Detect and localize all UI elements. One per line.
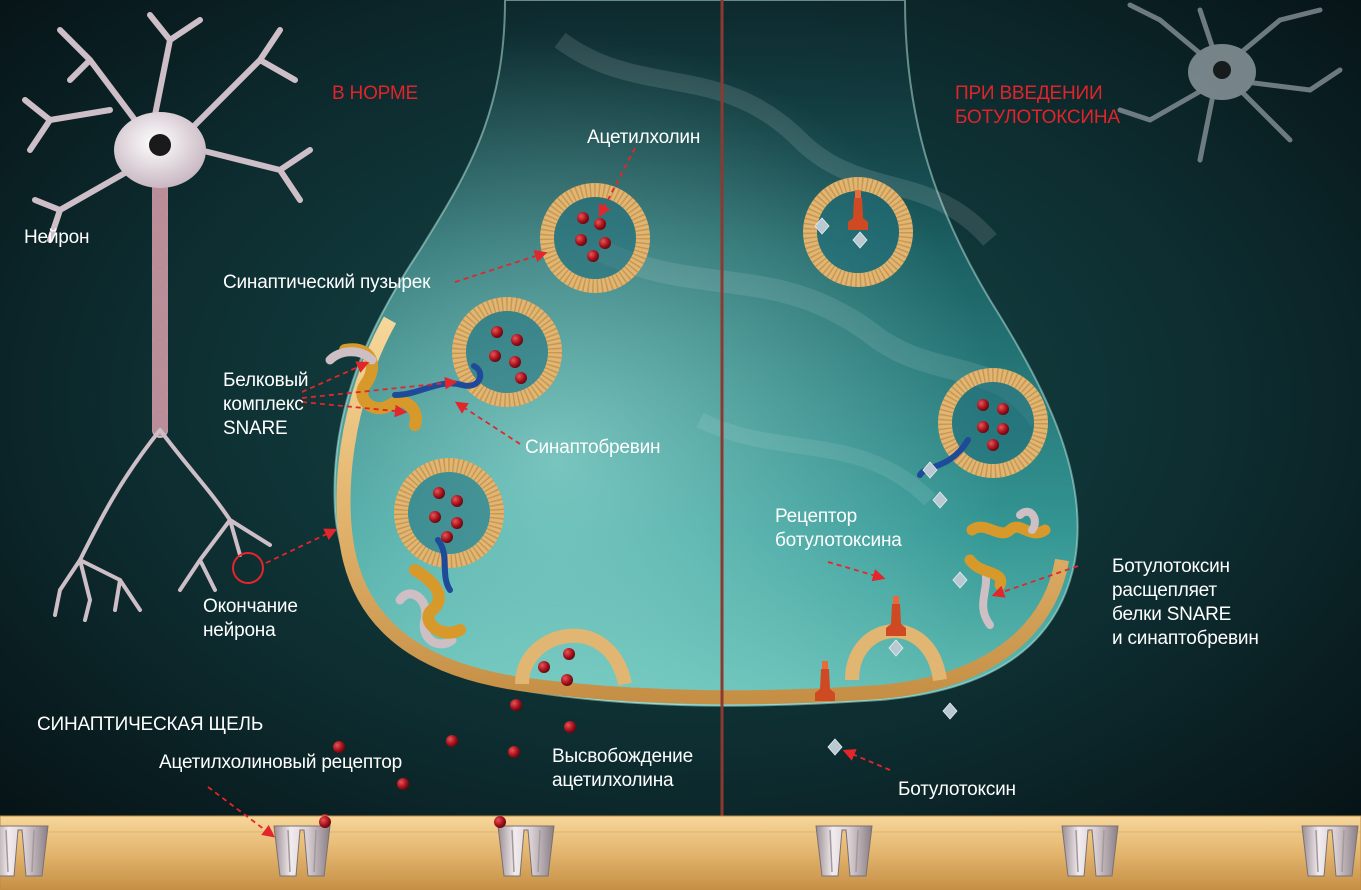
label-toxin-receptor: Рецептор ботулотоксина bbox=[775, 505, 902, 553]
heading-toxin: ПРИ ВВЕДЕНИИ БОТУЛОТОКСИНА bbox=[955, 82, 1120, 130]
heading-normal: В НОРМЕ bbox=[332, 82, 418, 106]
heading-toxin-line-1: ПРИ ВВЕДЕНИИ bbox=[955, 82, 1120, 106]
label-snare: Белковый комплекс SNARE bbox=[223, 369, 308, 441]
label-ending-line-1: Окончание bbox=[203, 595, 298, 619]
label-neuron: Нейрон bbox=[24, 226, 89, 250]
label-receptor: Ацетилхолиновый рецептор bbox=[159, 751, 402, 775]
label-toxin-cleaves-line-4: и синаптобревин bbox=[1112, 627, 1259, 651]
heading-toxin-line-2: БОТУЛОТОКСИНА bbox=[955, 106, 1120, 130]
label-toxin-receptor-line-1: Рецептор bbox=[775, 505, 902, 529]
label-vesicle: Синаптический пузырек bbox=[223, 271, 430, 295]
label-ending-line-2: нейрона bbox=[203, 619, 298, 643]
label-acetylcholine: Ацетилхолин bbox=[587, 126, 700, 150]
label-release-line-2: ацетилхолина bbox=[552, 769, 693, 793]
label-ending: Окончание нейрона bbox=[203, 595, 298, 643]
label-toxin-receptor-line-2: ботулотоксина bbox=[775, 529, 902, 553]
postsynaptic-membrane bbox=[0, 816, 1361, 890]
label-snare-line-3: SNARE bbox=[223, 417, 308, 441]
label-snare-line-2: комплекс bbox=[223, 393, 308, 417]
label-toxin-cleaves-line-1: Ботулотоксин bbox=[1112, 555, 1259, 579]
label-toxin-cleaves: Ботулотоксин расщепляет белки SNARE и си… bbox=[1112, 555, 1259, 651]
vesicle-right-middle bbox=[945, 375, 1041, 471]
vesicle-lower bbox=[401, 465, 497, 561]
label-snare-line-1: Белковый bbox=[223, 369, 308, 393]
label-release: Высвобождение ацетилхолина bbox=[552, 745, 693, 793]
label-cleft: СИНАПТИЧЕСКАЯ ЩЕЛЬ bbox=[37, 713, 263, 737]
label-synaptobrevin: Синаптобревин bbox=[525, 436, 660, 460]
label-toxin-cleaves-line-3: белки SNARE bbox=[1112, 603, 1259, 627]
label-release-line-1: Высвобождение bbox=[552, 745, 693, 769]
label-toxin-cleaves-line-2: расщепляет bbox=[1112, 579, 1259, 603]
label-toxin: Ботулотоксин bbox=[898, 778, 1016, 802]
vesicle-top bbox=[547, 190, 643, 286]
vesicle-right-top bbox=[810, 184, 906, 280]
